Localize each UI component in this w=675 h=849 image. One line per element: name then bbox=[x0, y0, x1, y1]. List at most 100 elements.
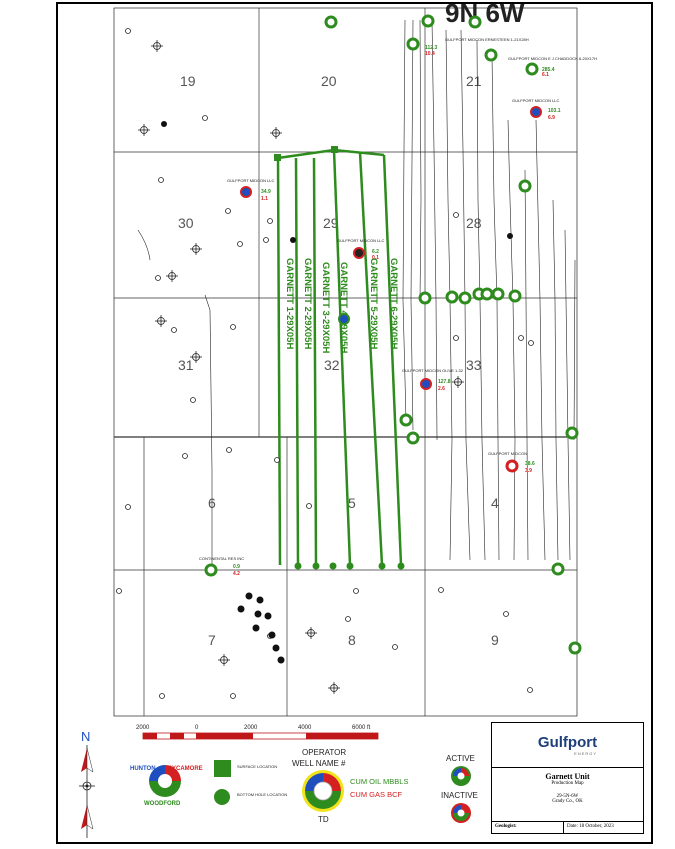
well-symbol-legend: OPERATOR WELL NAME # CUM OIL MBBLS CUM G… bbox=[292, 748, 408, 824]
bottom-hole-dot bbox=[294, 562, 302, 570]
section-21: 21 bbox=[466, 73, 482, 89]
brand-sub: ENERGY bbox=[574, 751, 598, 756]
svg-text:127.8: 127.8 bbox=[438, 379, 451, 385]
surface-location-swatch bbox=[214, 760, 231, 777]
svg-text:2.6: 2.6 bbox=[438, 386, 445, 392]
multi-zone-wells bbox=[240, 106, 542, 473]
map-subtitle: Production Map bbox=[551, 781, 584, 786]
svg-text:6.9: 6.9 bbox=[548, 115, 555, 121]
well-labels: GULFPORT MIDCON ERNESTEEN 1-21X28H 112.3… bbox=[199, 37, 597, 577]
location-legend: SURFACE LOCATION BOTTOM HOLE LOCATION bbox=[214, 760, 287, 805]
surface-location-square bbox=[274, 154, 281, 161]
lateral-label-1: GARNETT 1-29X05H bbox=[284, 258, 295, 349]
scale-label: 2000 bbox=[136, 725, 150, 731]
dry-hole-symbols bbox=[138, 40, 464, 694]
svg-text:3.9: 3.9 bbox=[525, 468, 532, 474]
section-7: 7 bbox=[208, 632, 216, 648]
svg-text:38.6: 38.6 bbox=[525, 461, 535, 467]
svg-text:285.4: 285.4 bbox=[542, 67, 555, 73]
geologist-label: Geologist: bbox=[492, 822, 564, 833]
sycamore-label: SYCAMORE bbox=[168, 766, 203, 772]
bottom-hole-dot bbox=[378, 562, 386, 570]
td-label: TD bbox=[318, 815, 329, 824]
lateral-label-6: GARNETT 6-29X05H bbox=[388, 258, 399, 349]
formation-legend: HUNTON SYCAMORE WOODFORD bbox=[130, 765, 203, 807]
surface-locations bbox=[274, 146, 338, 161]
lateral-label-4: GARNETT 4-29X05H bbox=[338, 262, 349, 353]
svg-text:10.4: 10.4 bbox=[425, 51, 435, 57]
woodford-label: WOODFORD bbox=[144, 801, 181, 807]
scale-bar: 2000 0 2000 4000 6000 ft bbox=[136, 725, 379, 740]
brand-name: Gulfport bbox=[537, 734, 598, 751]
county: Grady Co., OK bbox=[552, 799, 583, 804]
bottom-hole-locations bbox=[294, 562, 405, 570]
scale-label: 4000 bbox=[298, 725, 312, 731]
bottom-hole-dot bbox=[346, 562, 354, 570]
bottom-hole-label: BOTTOM HOLE LOCATION bbox=[237, 792, 287, 797]
plain-wells bbox=[116, 28, 534, 699]
north-label: N bbox=[81, 729, 90, 744]
map-frame bbox=[56, 2, 653, 844]
well-label-operator: GULFPORT MIDCON bbox=[488, 451, 527, 456]
cum-gas-label: CUM GAS BCF bbox=[350, 790, 403, 799]
lateral-labels: GARNETT 1-29X05H GARNETT 2-29X05H GARNET… bbox=[284, 258, 399, 353]
lateral-label-3: GARNETT 3-29X05H bbox=[320, 262, 331, 353]
section-5: 5 bbox=[348, 495, 356, 511]
black-well-dots bbox=[161, 121, 513, 664]
title-block: Gulfport ENERGY Garnett Unit Production … bbox=[491, 722, 644, 834]
svg-text:34.9: 34.9 bbox=[261, 189, 271, 195]
township-header: 9N 6W bbox=[445, 0, 525, 28]
section-31: 31 bbox=[178, 357, 194, 373]
well-label-operator: GULFPORT MIDCON LLC bbox=[337, 238, 385, 243]
well-label-operator: GULFPORT MIDCON LLC bbox=[512, 98, 560, 103]
date-label: Date: 18 October, 2023 bbox=[567, 824, 614, 829]
section-33: 33 bbox=[466, 357, 482, 373]
title-block-footer: Geologist: Date: 18 October, 2023 bbox=[492, 821, 643, 833]
section-9: 9 bbox=[491, 632, 499, 648]
svg-text:112.3: 112.3 bbox=[425, 45, 437, 51]
bottom-hole-swatch bbox=[214, 789, 230, 805]
section-30: 30 bbox=[178, 215, 194, 231]
svg-text:103.1: 103.1 bbox=[548, 108, 561, 114]
svg-text:1.1: 1.1 bbox=[261, 196, 268, 202]
status-legend: ACTIVE INACTIVE bbox=[441, 754, 478, 823]
well-label-operator: GULFPORT MIDCON OLIVE 1-32 bbox=[402, 368, 464, 373]
svg-text:0.9: 0.9 bbox=[233, 564, 240, 570]
well-label-operator: CONTINENTAL RES INC bbox=[199, 556, 244, 561]
section-numbers: 19 20 21 30 29 28 31 32 33 6 5 4 7 8 9 bbox=[178, 73, 499, 648]
well-name-label: WELL NAME # bbox=[292, 759, 346, 768]
section-29: 29 bbox=[323, 215, 339, 231]
section-19: 19 bbox=[180, 73, 196, 89]
township-range: 29-5N-6W bbox=[556, 794, 579, 799]
cum-oil-label: CUM OIL MBBLS bbox=[350, 777, 408, 786]
bottom-hole-dot bbox=[312, 562, 320, 570]
bottom-hole-dot bbox=[329, 562, 337, 570]
svg-text:6.1: 6.1 bbox=[542, 72, 549, 78]
surface-location-square bbox=[331, 146, 338, 153]
svg-text:4.2: 4.2 bbox=[233, 571, 240, 577]
north-arrow: N bbox=[79, 729, 95, 838]
scale-label: 0 bbox=[195, 725, 199, 731]
section-32: 32 bbox=[324, 357, 340, 373]
well-label-operator: GULFPORT MIDCON E J CHADDOCK 6-20X17H bbox=[508, 56, 597, 61]
well-label-operator: GULFPORT MIDCON LLC bbox=[227, 178, 275, 183]
map-title: Garnett Unit bbox=[545, 772, 590, 781]
map-area-border bbox=[113, 7, 578, 717]
operator-label: OPERATOR bbox=[302, 748, 346, 757]
well-label-operator: GULFPORT MIDCON ERNESTEEN 1-21X28H bbox=[445, 37, 529, 42]
lateral-label-2: GARNETT 2-29X05H bbox=[302, 258, 313, 349]
lateral-label-5: GARNETT 5-29X05H bbox=[368, 258, 379, 349]
active-label: ACTIVE bbox=[446, 754, 475, 763]
scale-label: 6000 ft bbox=[352, 725, 371, 731]
surface-location-label: SURFACE LOCATION bbox=[237, 764, 277, 769]
section-8: 8 bbox=[348, 632, 356, 648]
scale-label: 2000 bbox=[244, 725, 258, 731]
inactive-label: INACTIVE bbox=[441, 791, 478, 800]
gulfport-logo: Gulfport ENERGY bbox=[492, 723, 643, 768]
garnett-laterals bbox=[276, 148, 403, 566]
section-20: 20 bbox=[321, 73, 337, 89]
svg-text:0.1: 0.1 bbox=[372, 255, 379, 261]
hunton-label: HUNTON bbox=[130, 766, 156, 772]
bottom-hole-dot bbox=[397, 562, 405, 570]
